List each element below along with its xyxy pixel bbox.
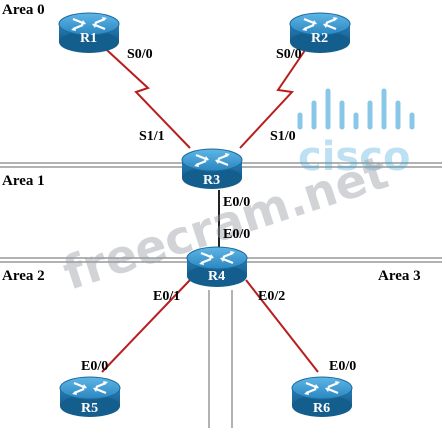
router-r4[interactable]: R4 — [185, 245, 249, 289]
cisco-logo-watermark: cisco — [297, 88, 415, 180]
area-3-label: Area 3 — [378, 268, 421, 284]
serial-link-r2-r3 — [239, 39, 313, 149]
interface-r2-s00: S0/0 — [276, 47, 302, 62]
interface-r6-e00: E0/0 — [329, 359, 356, 374]
router-r6-label: R6 — [313, 401, 330, 416]
router-r1-label: R1 — [80, 31, 97, 46]
router-r3-label: R3 — [203, 173, 220, 188]
router-r5-label: R5 — [81, 401, 98, 416]
area-2-label: Area 2 — [2, 268, 45, 284]
router-r6[interactable]: R6 — [290, 375, 354, 419]
interface-r3-s11: S1/1 — [139, 129, 165, 144]
interface-r1-s00: S0/0 — [127, 47, 153, 62]
router-r5[interactable]: R5 — [58, 375, 122, 419]
area-1-label: Area 1 — [2, 173, 45, 189]
interface-r4-e01: E0/1 — [153, 289, 180, 304]
interface-r3-s10: S1/0 — [270, 129, 296, 144]
serial-link-r1-r3 — [95, 39, 191, 149]
router-r1[interactable]: R1 — [57, 11, 121, 55]
interface-r4-e00: E0/0 — [223, 227, 250, 242]
ethernet-link-r4-r6 — [245, 279, 319, 373]
interface-r5-e00: E0/0 — [81, 359, 108, 374]
router-r3[interactable]: R3 — [180, 147, 244, 191]
interface-r3-e00: E0/0 — [223, 195, 250, 210]
ethernet-link-r4-r5 — [101, 279, 191, 373]
watermark-brand: cisco — [298, 134, 410, 180]
router-r2[interactable]: R2 — [288, 11, 352, 55]
interface-r4-e02: E0/2 — [258, 289, 285, 304]
links — [95, 39, 319, 373]
router-r4-label: R4 — [208, 269, 225, 284]
area-0-label: Area 0 — [2, 2, 45, 18]
router-r2-label: R2 — [311, 31, 328, 46]
